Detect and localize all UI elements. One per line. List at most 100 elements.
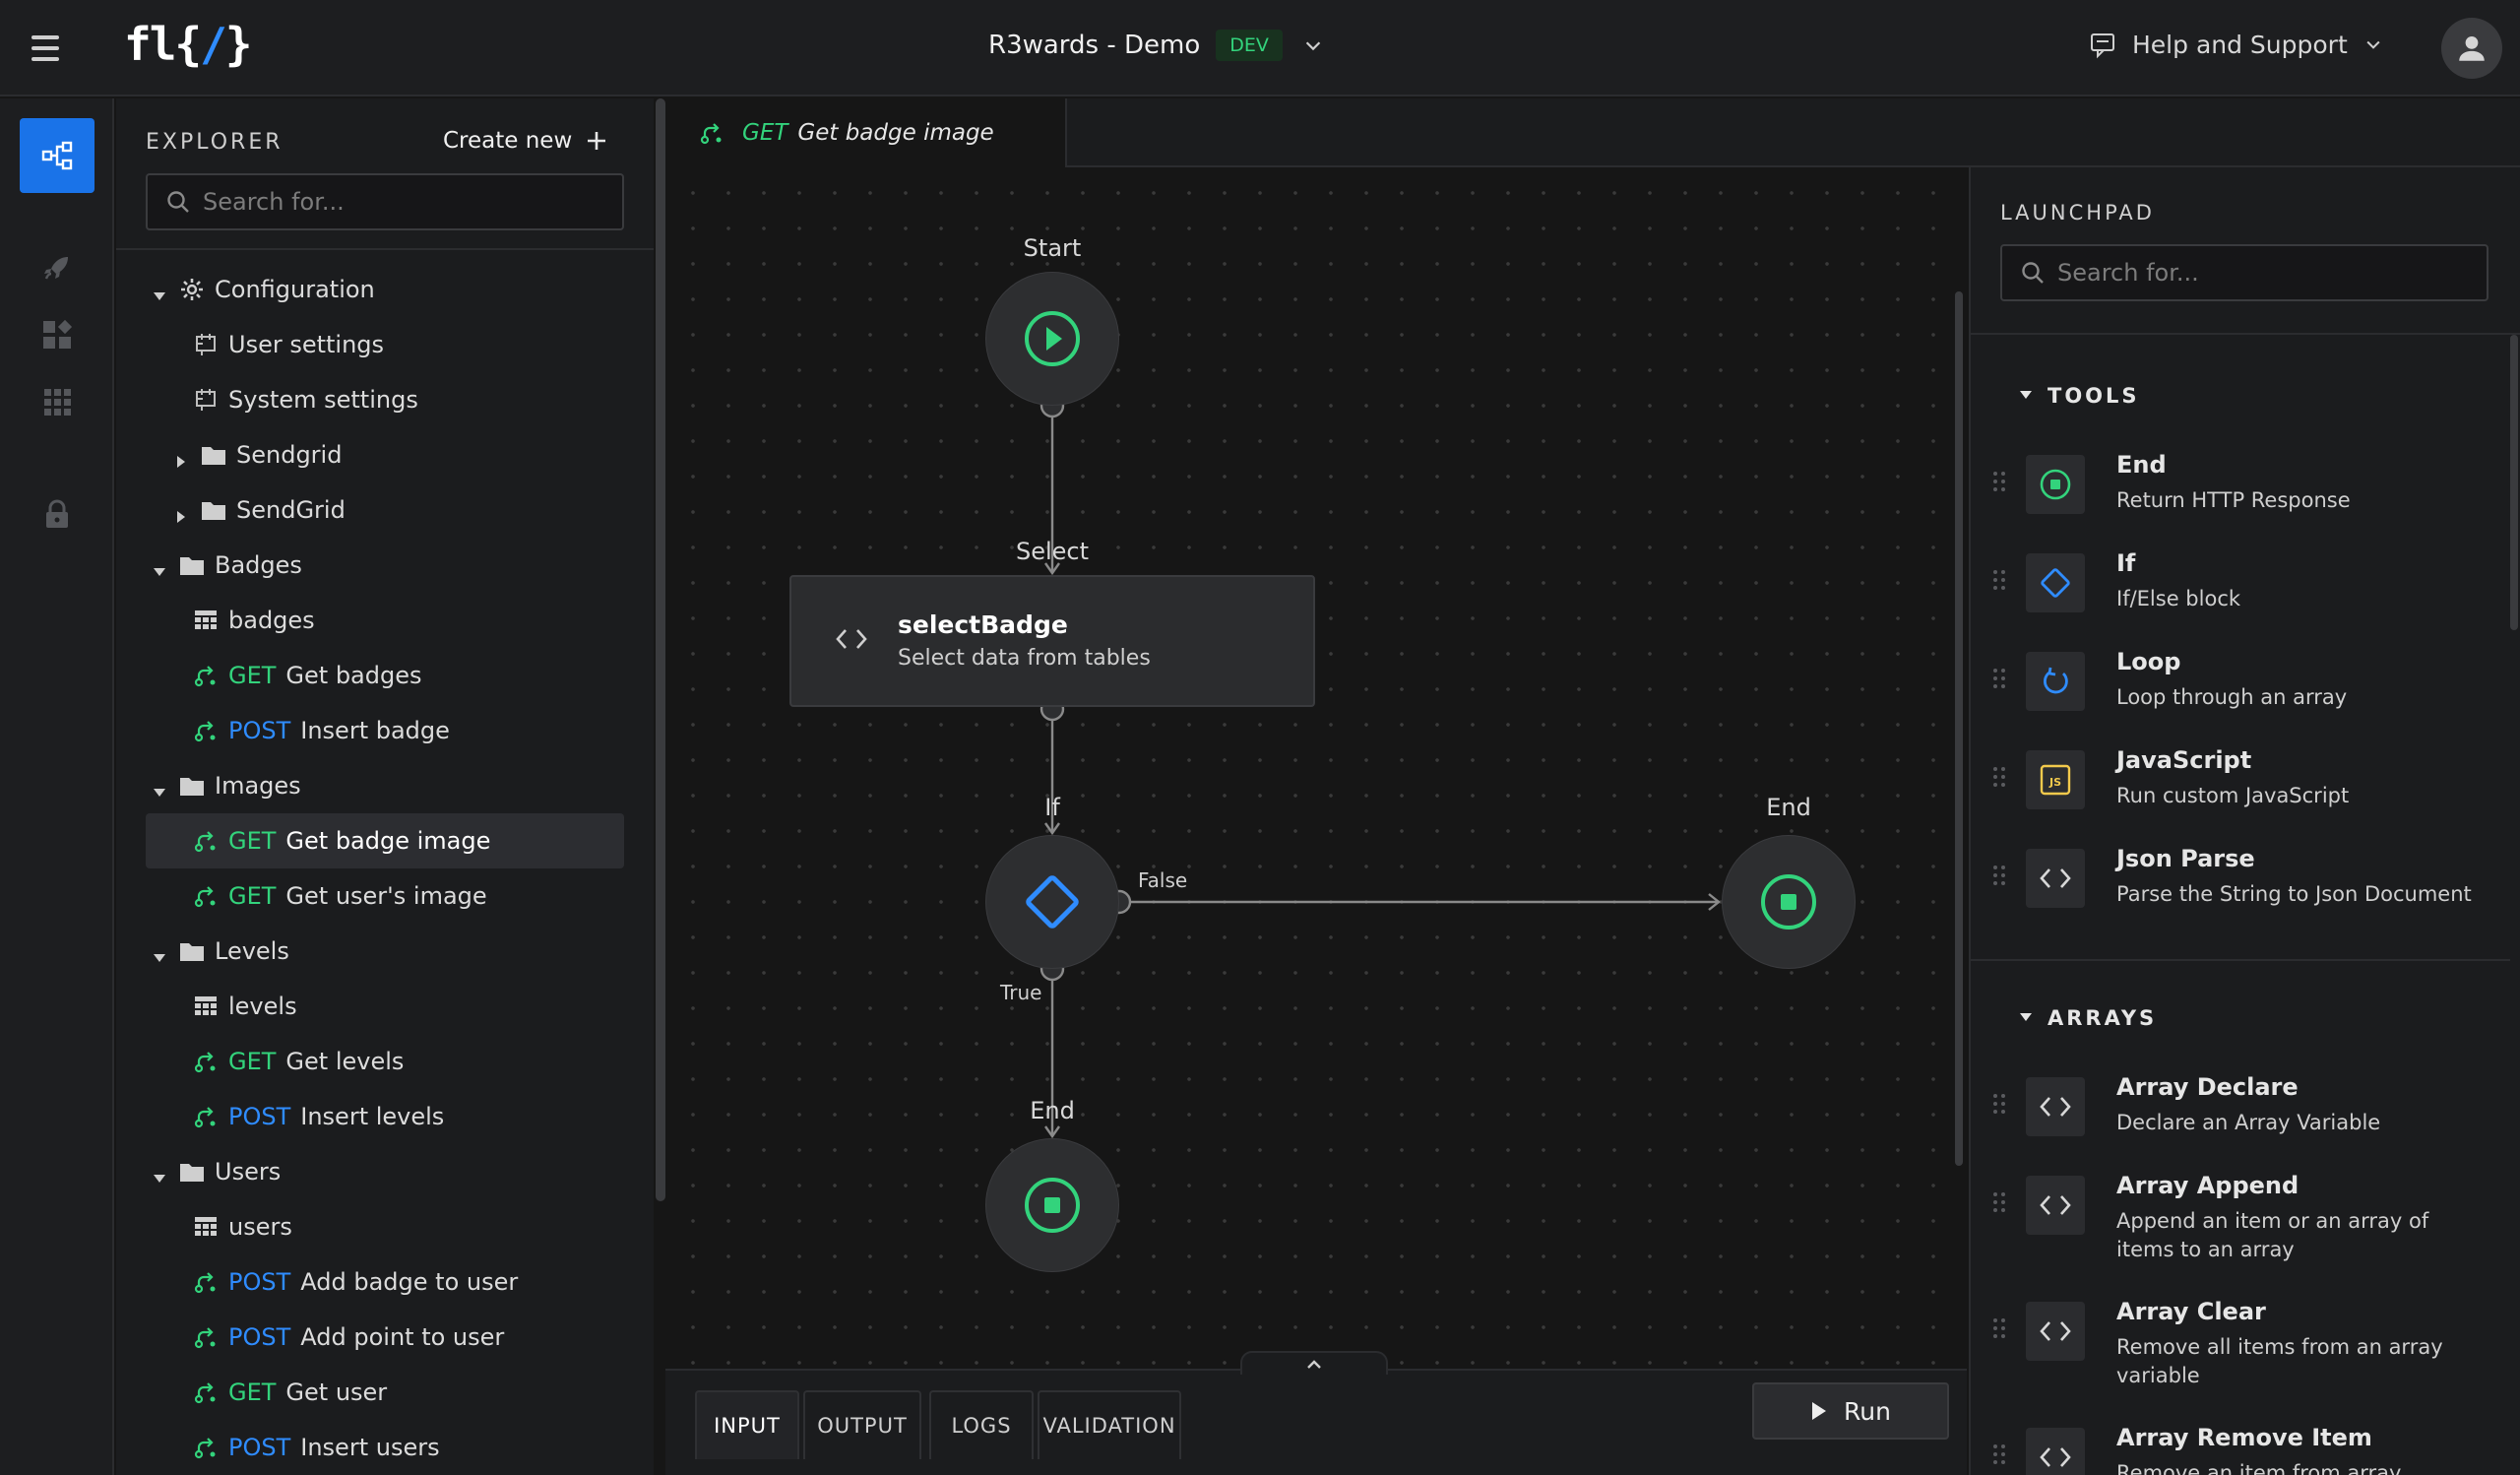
- if-node[interactable]: [985, 835, 1119, 969]
- tree-item[interactable]: User settings: [146, 317, 624, 372]
- http-method: POST: [228, 717, 291, 744]
- end-node-false[interactable]: [1722, 835, 1856, 969]
- caret-down-icon[interactable]: [152, 558, 165, 576]
- end-node-true[interactable]: [985, 1138, 1119, 1272]
- tree-item-label: users: [228, 1213, 292, 1241]
- caret-down-icon[interactable]: [152, 944, 165, 962]
- drag-handle-icon[interactable]: [1992, 668, 2006, 693]
- explorer-search-input[interactable]: [203, 188, 597, 216]
- select-badge-node[interactable]: selectBadge Select data from tables: [789, 575, 1315, 707]
- launchpad-search[interactable]: [2000, 244, 2488, 301]
- app-logo[interactable]: fl{/}: [124, 18, 252, 71]
- launchpad-scrollbar[interactable]: [2510, 335, 2518, 630]
- bottom-tab-validation[interactable]: VALIDATION: [1038, 1390, 1181, 1459]
- drag-handle-icon[interactable]: [1992, 1093, 2006, 1119]
- caret-down-icon[interactable]: [152, 1165, 165, 1183]
- tree-item[interactable]: levels: [146, 979, 624, 1034]
- panel-collapse-handle[interactable]: [1240, 1351, 1388, 1375]
- editor-tab-get-badge-image[interactable]: GET Get badge image: [665, 98, 1067, 167]
- canvas-scrollbar[interactable]: [1955, 291, 1963, 1166]
- bottom-tab-input[interactable]: INPUT: [695, 1390, 799, 1459]
- help-and-support-menu[interactable]: Help and Support: [2089, 30, 2383, 59]
- code-icon: [2026, 1302, 2085, 1361]
- rail-components-button[interactable]: [20, 297, 94, 372]
- play-icon: [1025, 311, 1080, 366]
- tree-item[interactable]: System settings: [146, 372, 624, 427]
- folder-icon: [177, 771, 207, 801]
- code-icon: [2026, 1176, 2085, 1235]
- endpoint-route-icon: [191, 661, 220, 690]
- tree-item-label: Get badges: [285, 662, 422, 689]
- tree-item[interactable]: Badges: [146, 538, 624, 593]
- tree-item[interactable]: Configuration: [146, 262, 624, 317]
- item-title: Array Clear: [2116, 1298, 2266, 1325]
- rail-apps-button[interactable]: [20, 364, 94, 439]
- caret-down-icon[interactable]: [152, 779, 165, 797]
- drag-handle-icon[interactable]: [1992, 1443, 2006, 1469]
- start-node[interactable]: [985, 272, 1119, 406]
- end-stop-icon: [1025, 1178, 1080, 1233]
- launchpad-search-input[interactable]: [2057, 259, 2451, 287]
- canvas-grid[interactable]: [665, 167, 1963, 1467]
- drag-handle-icon[interactable]: [1992, 569, 2006, 595]
- javascript-icon: JS: [2026, 750, 2085, 809]
- run-button[interactable]: Run: [1752, 1382, 1949, 1440]
- caret-down-icon[interactable]: [152, 283, 165, 300]
- http-method: POST: [228, 1323, 291, 1351]
- tree-item[interactable]: Sendgrid: [146, 427, 624, 482]
- drag-handle-icon[interactable]: [1992, 865, 2006, 890]
- caret-right-icon[interactable]: [173, 448, 187, 468]
- item-title: Array Append: [2116, 1172, 2300, 1199]
- drag-handle-icon[interactable]: [1992, 1191, 2006, 1217]
- tree-item[interactable]: Levels: [146, 924, 624, 979]
- svg-text:JS: JS: [2048, 776, 2061, 789]
- user-avatar[interactable]: [2441, 18, 2502, 79]
- bottom-tab-output[interactable]: OUTPUT: [803, 1390, 921, 1459]
- rail-deploy-button[interactable]: [20, 230, 94, 305]
- tree-item[interactable]: SendGrid: [146, 482, 624, 538]
- rail-security-button[interactable]: [20, 477, 94, 551]
- drag-handle-icon[interactable]: [1992, 766, 2006, 792]
- tree-item[interactable]: Users: [146, 1144, 624, 1199]
- tree-item[interactable]: badges: [146, 593, 624, 648]
- tree-item[interactable]: users: [146, 1199, 624, 1254]
- bottom-tab-logs[interactable]: LOGS: [929, 1390, 1034, 1459]
- hamburger-menu-icon[interactable]: [30, 32, 61, 65]
- search-icon: [167, 191, 189, 213]
- create-new-button[interactable]: Create new: [443, 128, 607, 154]
- drag-handle-icon[interactable]: [1992, 1317, 2006, 1343]
- launchpad-section-tools[interactable]: TOOLS: [2018, 384, 2140, 408]
- explorer-scrollbar[interactable]: [656, 98, 665, 1201]
- if-node-label: If: [1044, 794, 1060, 821]
- caret-right-icon[interactable]: [173, 503, 187, 523]
- explorer-search[interactable]: [146, 173, 624, 230]
- launchpad-section-arrays[interactable]: ARRAYS: [2018, 1006, 2157, 1030]
- project-selector[interactable]: R3wards - Demo DEV: [988, 30, 1324, 61]
- end-stop-icon: [2026, 455, 2085, 514]
- drag-handle-icon[interactable]: [1992, 471, 2006, 496]
- tree-item[interactable]: Images: [146, 758, 624, 813]
- rail-flows-button[interactable]: [20, 118, 94, 193]
- rocket-icon: [44, 257, 68, 280]
- chevron-down-icon[interactable]: [1302, 34, 1324, 56]
